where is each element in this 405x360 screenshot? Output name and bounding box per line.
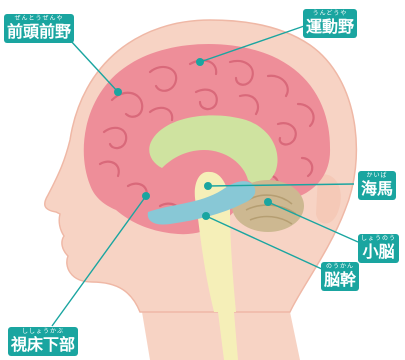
label-brainstem: のうかん 脳幹 xyxy=(321,262,359,291)
label-hypothalamus: ししょうかぶ 視床下部 xyxy=(8,327,78,356)
label-hippocampus-text: 海馬 xyxy=(361,181,393,200)
label-brainstem-text: 脳幹 xyxy=(324,272,356,291)
label-cerebellum-text: 小脳 xyxy=(361,244,396,263)
label-cerebellum: しょうのう 小脳 xyxy=(358,234,399,263)
label-motor-cortex: うんどうや 運動野 xyxy=(303,9,357,38)
label-hypothalamus-text: 視床下部 xyxy=(11,337,75,356)
label-prefrontal-cortex: ぜんとうぜんや 前頭前野 xyxy=(4,14,74,43)
label-hippocampus: かいば 海馬 xyxy=(358,171,396,200)
label-prefrontal-text: 前頭前野 xyxy=(7,24,71,43)
label-motor-text: 運動野 xyxy=(306,19,354,38)
